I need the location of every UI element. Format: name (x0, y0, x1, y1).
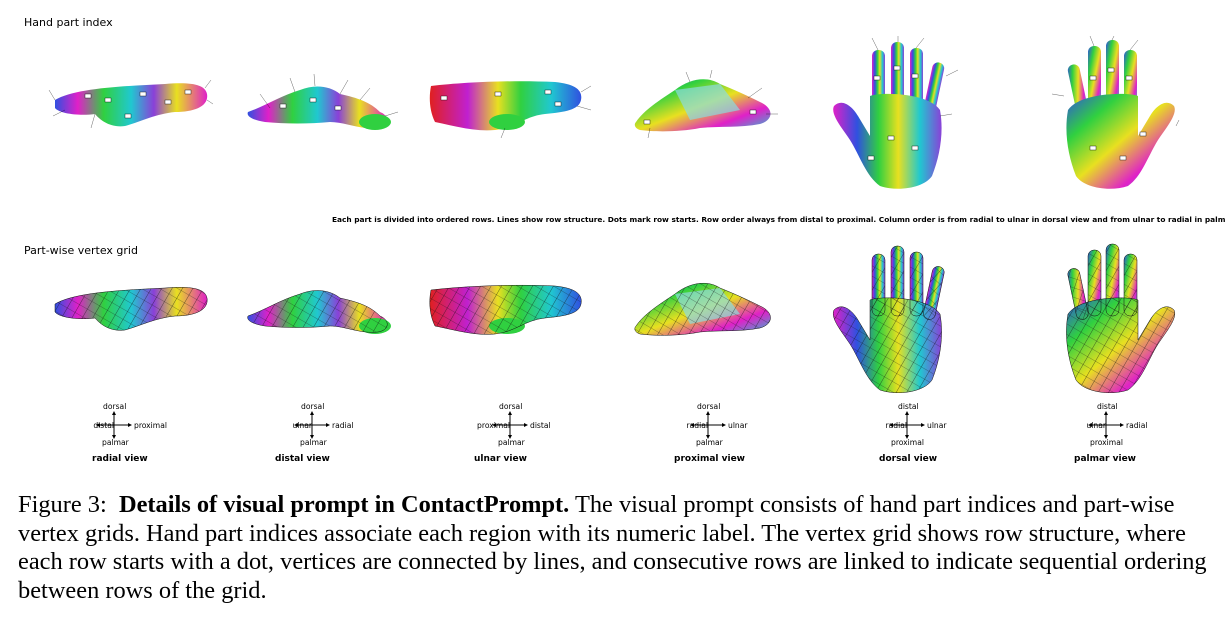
caption-title: Details of visual prompt in ContactPromp… (119, 491, 569, 518)
vertex-grid-ulnar-hand (425, 274, 615, 344)
axis-palmar: distal ulnar radial proximal palmar view (1012, 400, 1202, 470)
view-name: distal view (275, 454, 330, 464)
axis-right: radial (332, 421, 353, 430)
axis-radial: dorsal distal proximal palmar radial vie… (20, 400, 210, 470)
view-name: palmar view (1074, 454, 1136, 464)
axis-right: radial (1126, 421, 1147, 430)
part-index-palmar-hand (1030, 36, 1220, 196)
part-index-label: Hand part index (24, 16, 113, 29)
vertex-grid-row (0, 234, 1225, 394)
axis-cross-icon (1088, 410, 1124, 440)
view-name: ulnar view (474, 454, 527, 464)
figure-caption: Figure 3: Details of visual prompt in Co… (18, 491, 1213, 605)
part-index-row (0, 30, 1225, 200)
axis-proximal: dorsal radial ulnar palmar proximal view (614, 400, 804, 470)
vertex-grid-radial-hand (45, 274, 235, 344)
axis-right: ulnar (728, 421, 748, 430)
view-name: proximal view (674, 454, 745, 464)
vertex-grid-dorsal-hand (828, 240, 1018, 400)
axis-distal: dorsal ulnar radial palmar distal view (218, 400, 408, 470)
axis-cross-icon (690, 410, 726, 440)
part-index-dorsal-hand (828, 36, 1018, 196)
part-index-ulnar-hand (425, 70, 615, 140)
part-index-distal-hand (240, 70, 430, 140)
vertex-grid-palmar-hand (1030, 240, 1220, 400)
figure-note: Each part is divided into ordered rows. … (332, 215, 1225, 224)
part-index-proximal-hand (630, 70, 820, 140)
vertex-grid-distal-hand (240, 274, 430, 344)
view-name: dorsal view (879, 454, 937, 464)
axis-right: proximal (134, 421, 167, 430)
axis-cross-icon (492, 410, 528, 440)
axis-cross-icon (889, 410, 925, 440)
caption-label: Figure 3: (18, 491, 107, 518)
part-index-radial-hand (45, 70, 235, 140)
vertex-grid-proximal-hand (630, 274, 820, 344)
view-name: radial view (92, 454, 148, 464)
axis-right: ulnar (927, 421, 947, 430)
axis-ulnar: dorsal proximal distal palmar ulnar view (416, 400, 606, 470)
axis-dorsal: distal radial ulnar proximal dorsal view (813, 400, 1003, 470)
axis-cross-icon (96, 410, 132, 440)
axis-cross-icon (294, 410, 330, 440)
axis-right: distal (530, 421, 551, 430)
axes-row: dorsal distal proximal palmar radial vie… (0, 400, 1225, 472)
